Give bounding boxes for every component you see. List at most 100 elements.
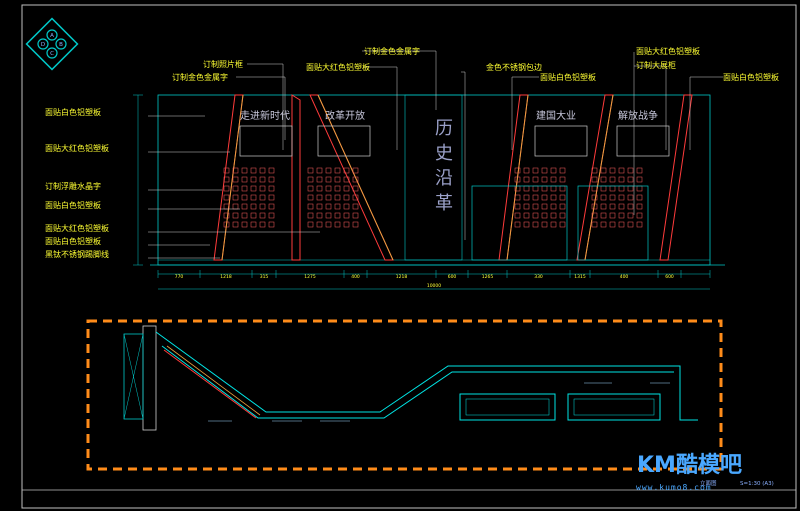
photo-grid-cell [627, 185, 634, 192]
photo-grid-cell [600, 167, 607, 174]
photo-grid-cell [609, 167, 616, 174]
photo-grid-cell [334, 185, 341, 192]
photo-grid-cell [627, 212, 634, 219]
label-left-5: 面贴大红色铝塑板 [45, 223, 109, 233]
photo-grid-cell [250, 176, 257, 183]
photo-grid-cell [550, 185, 557, 192]
label-left-1: 面贴白色铝塑板 [45, 107, 101, 117]
plan-stools [208, 382, 670, 422]
left-labels: 面贴白色铝塑板 面贴大红色铝塑板 订制浮雕水晶字 面贴白色铝塑板 面贴大红色铝塑… [45, 107, 109, 259]
vertical-dimension [133, 94, 143, 266]
photo-frame-1 [239, 125, 293, 157]
photo-grid-cell [591, 176, 598, 183]
logo-letter-c: C [50, 51, 54, 57]
photo-grid-cell [241, 185, 248, 192]
dimension-label: 1275 [304, 274, 316, 280]
photo-grid-cell [600, 212, 607, 219]
photo-grid-cell [259, 176, 266, 183]
gold-edge-5 [584, 94, 614, 261]
photo-grid-cell [541, 194, 548, 201]
photo-grid-cell [636, 167, 643, 174]
photo-grid-cell [343, 176, 350, 183]
photo-grid-cell [325, 185, 332, 192]
photo-grid-cell [259, 203, 266, 210]
photo-grid-cell [307, 185, 314, 192]
total-dimension: 10000 [427, 283, 441, 289]
plan-gold-strip [166, 345, 261, 416]
photo-grid-cell [609, 194, 616, 201]
section-title-4: 解放战争 [618, 109, 658, 122]
logo-letter-a: A [50, 33, 54, 39]
dimension-label: 315 [260, 274, 269, 280]
label-left-2: 面贴大红色铝塑板 [45, 143, 109, 153]
photo-grid-cell [618, 203, 625, 210]
photo-grid-cell [316, 194, 323, 201]
photo-grid-cell [636, 176, 643, 183]
photo-grid-cell [523, 212, 530, 219]
photo-grid-cell [591, 203, 598, 210]
photo-grid-cell [618, 185, 625, 192]
photo-grid-cell [591, 185, 598, 192]
center-title-char-2: 史 [435, 143, 453, 164]
photo-grid-cell [307, 212, 314, 219]
gold-edge-1 [221, 94, 244, 261]
photo-grid-cell [559, 212, 566, 219]
photo-grid-cell [600, 194, 607, 201]
photo-grid-cell [268, 167, 275, 174]
label-left-3: 订制浮雕水晶字 [45, 181, 101, 191]
photo-grid-cell [268, 212, 275, 219]
photo-grid-cell [541, 176, 548, 183]
photo-grid-cell [541, 167, 548, 174]
photo-grid-cell [316, 212, 323, 219]
elevation-view: 走进新时代 改革开放 建国大业 解放战争 历 史 沿 革 [150, 94, 725, 266]
photo-grid-cell [307, 221, 314, 228]
photo-grid-cell [259, 221, 266, 228]
photo-grid-cell [627, 176, 634, 183]
logo-diamond: A B C D [25, 17, 79, 71]
photo-grid-cell [523, 203, 530, 210]
scale-label: S=1:30 (A3) [740, 481, 774, 487]
label-top-4: 面贴大红色铝塑板 [306, 62, 370, 72]
photo-grid-cell [325, 194, 332, 201]
section-title-2: 改革开放 [325, 109, 365, 122]
photo-grid-cell [532, 203, 539, 210]
photo-grid-cell [532, 221, 539, 228]
label-top-3: 订制金色金属字 [364, 46, 420, 56]
photo-grid-cell [627, 167, 634, 174]
dimension-label: 1218 [396, 274, 408, 280]
gold-edge-3 [317, 94, 394, 261]
photo-grid-cell [343, 185, 350, 192]
photo-grid-cell [523, 221, 530, 228]
photo-grid-cell [307, 203, 314, 210]
photo-grid-cell [532, 194, 539, 201]
photo-grid-cell [591, 212, 598, 219]
center-title-char-3: 沿 [435, 168, 453, 189]
photo-grid-cell [268, 203, 275, 210]
photo-grid-cell [352, 203, 359, 210]
photo-grid-cell [232, 176, 239, 183]
photo-grid-cell [591, 167, 598, 174]
photo-grid-cell [541, 221, 548, 228]
photo-grid-group [223, 167, 643, 228]
dimension-label: 600 [665, 274, 674, 280]
photo-grid-cell [618, 194, 625, 201]
center-title-char-1: 历 [435, 118, 453, 139]
photo-grid-cell [343, 203, 350, 210]
photo-grid-cell [316, 221, 323, 228]
center-panel [404, 94, 463, 261]
photo-grid-cell [241, 203, 248, 210]
photo-grid-cell [343, 212, 350, 219]
logo-letter-b: B [59, 42, 63, 48]
photo-grid-cell [316, 203, 323, 210]
plan-showcase-2 [567, 393, 661, 421]
dimension-label: 400 [351, 274, 360, 280]
photo-grid-cell [241, 194, 248, 201]
photo-grid-cell [559, 176, 566, 183]
photo-grid-cell [352, 221, 359, 228]
dimension-label: 330 [534, 274, 543, 280]
photo-grid-cell [636, 221, 643, 228]
photo-grid-cell [352, 167, 359, 174]
gold-edge-4 [506, 94, 529, 261]
photo-grid-cell [618, 167, 625, 174]
